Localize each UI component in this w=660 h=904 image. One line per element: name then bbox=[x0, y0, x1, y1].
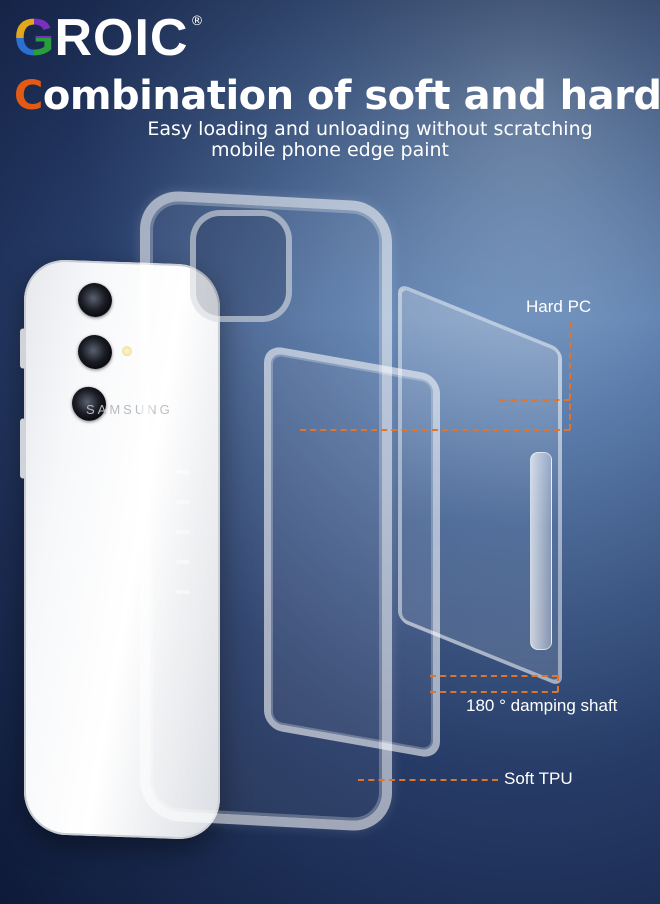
registered-mark: ® bbox=[190, 14, 204, 29]
subtitle-line-2: mobile phone edge paint bbox=[211, 139, 449, 161]
callout-hard-pc: Hard PC bbox=[526, 297, 592, 316]
subtitle-line-1: Easy loading and unloading without scrat… bbox=[147, 118, 593, 140]
headline: Combination of soft and hard bbox=[14, 72, 660, 120]
callout-line bbox=[430, 691, 558, 693]
camera-flash bbox=[122, 346, 132, 357]
brand-logo: G ROIC ® bbox=[14, 12, 203, 64]
frame-rib bbox=[176, 500, 190, 504]
callout-soft-tpu: Soft TPU bbox=[504, 769, 573, 788]
callout-line bbox=[358, 779, 498, 781]
phone-side-button bbox=[20, 328, 26, 369]
camera-lens-2 bbox=[78, 334, 112, 370]
phone-volume-button bbox=[20, 418, 26, 479]
callout-line bbox=[430, 675, 558, 677]
headline-first-letter: C bbox=[14, 73, 43, 119]
callout-line bbox=[557, 675, 559, 692]
camera-cutout bbox=[190, 210, 292, 322]
callout-line bbox=[569, 322, 571, 430]
frame-rib bbox=[176, 560, 190, 564]
callout-line bbox=[300, 429, 570, 431]
logo-g-letter: G bbox=[14, 9, 55, 67]
phone-brand-text: SAMSUNG bbox=[86, 402, 173, 417]
logo-text: ROIC bbox=[54, 9, 189, 67]
frame-rib bbox=[176, 590, 190, 594]
frame-rib bbox=[176, 470, 190, 474]
callout-damping-shaft: 180 ° damping shaft bbox=[466, 696, 618, 715]
headline-rest: ombination of soft and hard bbox=[42, 73, 660, 119]
camera-lens-1 bbox=[78, 282, 112, 318]
damping-shaft-hinge bbox=[530, 452, 552, 650]
callout-line bbox=[500, 399, 570, 401]
frame-rib bbox=[176, 530, 190, 534]
